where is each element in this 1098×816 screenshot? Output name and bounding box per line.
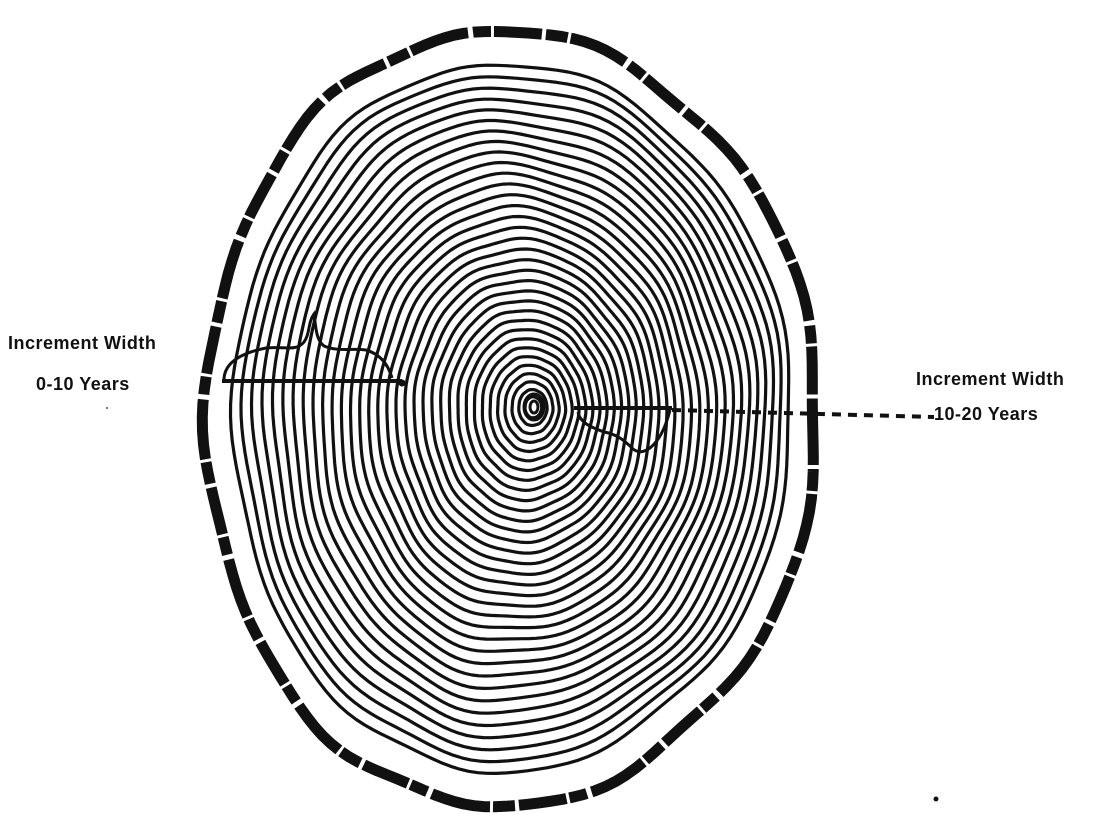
right-increment-title: Increment Width	[916, 370, 1064, 388]
growth-ring	[283, 121, 750, 714]
growth-rings	[231, 65, 789, 773]
growth-ring	[378, 227, 667, 595]
right-increment-range: 10-20 Years	[934, 405, 1038, 423]
left-increment-range: 0-10 Years	[36, 375, 130, 393]
left-increment-dot	[399, 380, 406, 387]
right-increment-dashed	[672, 410, 934, 417]
speck	[934, 797, 939, 802]
growth-ring	[498, 365, 566, 451]
speck	[106, 407, 108, 409]
left-increment-title: Increment Width	[8, 334, 156, 352]
growth-ring	[273, 110, 758, 726]
